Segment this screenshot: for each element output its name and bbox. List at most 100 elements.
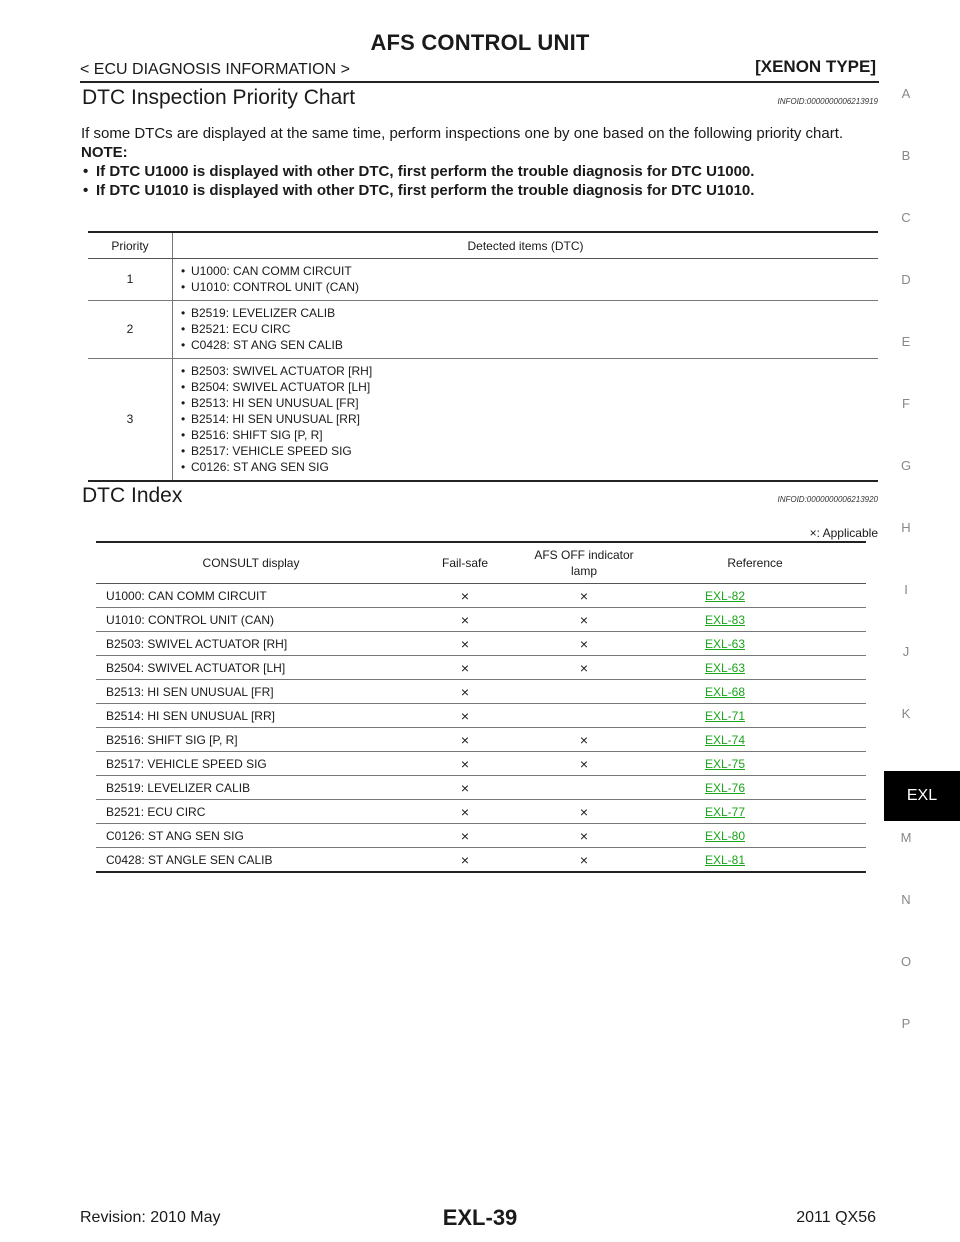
intro-block: If some DTCs are displayed at the same t… — [81, 124, 881, 200]
consult-display: B2521: ECU CIRC — [96, 799, 406, 824]
consult-display: C0428: ST ANGLE SEN CALIB — [96, 847, 406, 873]
failsafe-mark: × — [406, 703, 524, 728]
priority-items: •B2503: SWIVEL ACTUATOR [RH]•B2504: SWIV… — [172, 358, 878, 482]
side-tab-letter[interactable]: B — [901, 148, 911, 163]
reference-cell: EXL-76 — [644, 775, 866, 800]
side-tab-letter[interactable]: J — [902, 644, 910, 659]
index-row: B2504: SWIVEL ACTUATOR [LH]××EXL-63 — [96, 655, 866, 680]
reference-cell: EXL-63 — [644, 655, 866, 680]
side-tab-letter[interactable]: P — [901, 1016, 911, 1031]
afs-indicator-mark — [524, 775, 644, 800]
afs-indicator-mark: × — [524, 847, 644, 873]
reference-cell: EXL-83 — [644, 607, 866, 632]
consult-display: C0126: ST ANG SEN SIG — [96, 823, 406, 848]
reference-link[interactable]: EXL-76 — [704, 780, 746, 795]
afs-indicator-mark: × — [524, 607, 644, 632]
side-tab-letter[interactable]: D — [901, 272, 911, 287]
priority-value: 2 — [88, 300, 173, 359]
dtc-item: •B2519: LEVELIZER CALIB — [181, 306, 336, 320]
afs-indicator-mark: × — [524, 655, 644, 680]
index-row: C0126: ST ANG SEN SIG××EXL-80 — [96, 823, 866, 848]
dtc-item: •B2504: SWIVEL ACTUATOR [LH] — [181, 380, 371, 394]
side-tab-letter[interactable]: A — [901, 86, 911, 101]
reference-cell: EXL-80 — [644, 823, 866, 848]
intro-text: If some DTCs are displayed at the same t… — [81, 125, 844, 142]
page-number: EXL-39 — [442, 1205, 518, 1230]
failsafe-mark: × — [406, 583, 524, 608]
index-row: U1000: CAN COMM CIRCUIT××EXL-82 — [96, 583, 866, 608]
side-tab-letter[interactable]: M — [900, 830, 912, 845]
consult-display: B2514: HI SEN UNUSUAL [RR] — [96, 703, 406, 728]
priority-items: •B2519: LEVELIZER CALIB•B2521: ECU CIRC•… — [172, 300, 878, 359]
failsafe-mark: × — [406, 775, 524, 800]
reference-link[interactable]: EXL-71 — [704, 708, 746, 723]
consult-display: B2503: SWIVEL ACTUATOR [RH] — [96, 631, 406, 656]
dtc-item: •C0126: ST ANG SEN SIG — [181, 460, 329, 474]
consult-display: B2519: LEVELIZER CALIB — [96, 775, 406, 800]
priority-table: Priority Detected items (DTC) 1•U1000: C… — [88, 231, 878, 482]
reference-cell: EXL-81 — [644, 847, 866, 873]
side-tab-letter[interactable]: N — [901, 892, 911, 907]
reference-link[interactable]: EXL-63 — [704, 636, 746, 651]
index-row: B2513: HI SEN UNUSUAL [FR]×EXL-68 — [96, 679, 866, 704]
header-afs-indicator: AFS OFF indicator lamp — [524, 541, 644, 584]
failsafe-mark: × — [406, 679, 524, 704]
failsafe-mark: × — [406, 823, 524, 848]
index-row: B2517: VEHICLE SPEED SIG××EXL-75 — [96, 751, 866, 776]
side-tab-letter[interactable]: C — [901, 210, 911, 225]
reference-link[interactable]: EXL-77 — [704, 804, 746, 819]
side-tab-letter[interactable]: G — [900, 458, 912, 473]
reference-link[interactable]: EXL-80 — [704, 828, 746, 843]
reference-cell: EXL-74 — [644, 727, 866, 752]
reference-cell: EXL-82 — [644, 583, 866, 608]
info-id-index: INFOID:0000000006213920 — [777, 495, 878, 504]
side-tab-letter[interactable]: E — [901, 334, 911, 349]
index-row: B2516: SHIFT SIG [P, R]××EXL-74 — [96, 727, 866, 752]
reference-link[interactable]: EXL-63 — [704, 660, 746, 675]
reference-link[interactable]: EXL-82 — [704, 588, 746, 603]
reference-link[interactable]: EXL-68 — [704, 684, 746, 699]
dtc-item: •U1010: CONTROL UNIT (CAN) — [181, 280, 360, 294]
side-tab-active[interactable]: EXL — [884, 771, 960, 821]
index-row: U1010: CONTROL UNIT (CAN)××EXL-83 — [96, 607, 866, 632]
index-row: B2503: SWIVEL ACTUATOR [RH]××EXL-63 — [96, 631, 866, 656]
failsafe-mark: × — [406, 799, 524, 824]
note-label: NOTE: — [81, 144, 128, 161]
side-tab-letter[interactable]: O — [900, 954, 912, 969]
side-tab-letter[interactable]: F — [902, 396, 910, 411]
dtc-item: •B2513: HI SEN UNUSUAL [FR] — [181, 396, 359, 410]
afs-indicator-mark: × — [524, 583, 644, 608]
index-row: B2514: HI SEN UNUSUAL [RR]× EXL-71 — [96, 703, 866, 728]
afs-indicator-mark: × — [524, 751, 644, 776]
failsafe-mark: × — [406, 607, 524, 632]
note-item: •If DTC U1010 is displayed with other DT… — [83, 182, 755, 199]
afs-indicator-mark: × — [524, 799, 644, 824]
side-tab-letter[interactable]: K — [901, 706, 911, 721]
dtc-item: •B2516: SHIFT SIG [P, R] — [181, 428, 323, 442]
reference-cell: EXL-68 — [644, 679, 866, 704]
dtc-index-table: CONSULT display Fail-safe AFS OFF indica… — [96, 541, 866, 873]
consult-display: B2516: SHIFT SIG [P, R] — [96, 727, 406, 752]
consult-display: U1010: CONTROL UNIT (CAN) — [96, 607, 406, 632]
header-failsafe: Fail-safe — [406, 541, 524, 584]
header-consult: CONSULT display — [96, 541, 406, 584]
document-title: AFS CONTROL UNIT — [370, 30, 590, 55]
side-tab-letter[interactable]: I — [904, 582, 908, 597]
reference-cell: EXL-63 — [644, 631, 866, 656]
side-tab-letter[interactable]: H — [901, 520, 911, 535]
consult-display: B2504: SWIVEL ACTUATOR [LH] — [96, 655, 406, 680]
priority-value: 1 — [88, 258, 173, 301]
priority-items: •U1000: CAN COMM CIRCUIT•U1010: CONTROL … — [172, 258, 878, 301]
afs-indicator-mark — [524, 703, 644, 728]
afs-indicator-mark: × — [524, 727, 644, 752]
header-reference: Reference — [644, 541, 866, 584]
note-item: •If DTC U1000 is displayed with other DT… — [83, 163, 755, 180]
failsafe-mark: × — [406, 655, 524, 680]
priority-value: 3 — [88, 358, 173, 482]
reference-link[interactable]: EXL-81 — [704, 852, 746, 867]
reference-link[interactable]: EXL-83 — [704, 612, 746, 627]
index-row: C0428: ST ANGLE SEN CALIB××EXL-81 — [96, 847, 866, 873]
reference-link[interactable]: EXL-75 — [704, 756, 746, 771]
reference-link[interactable]: EXL-74 — [704, 732, 746, 747]
header-detected-items: Detected items (DTC) — [172, 231, 878, 259]
